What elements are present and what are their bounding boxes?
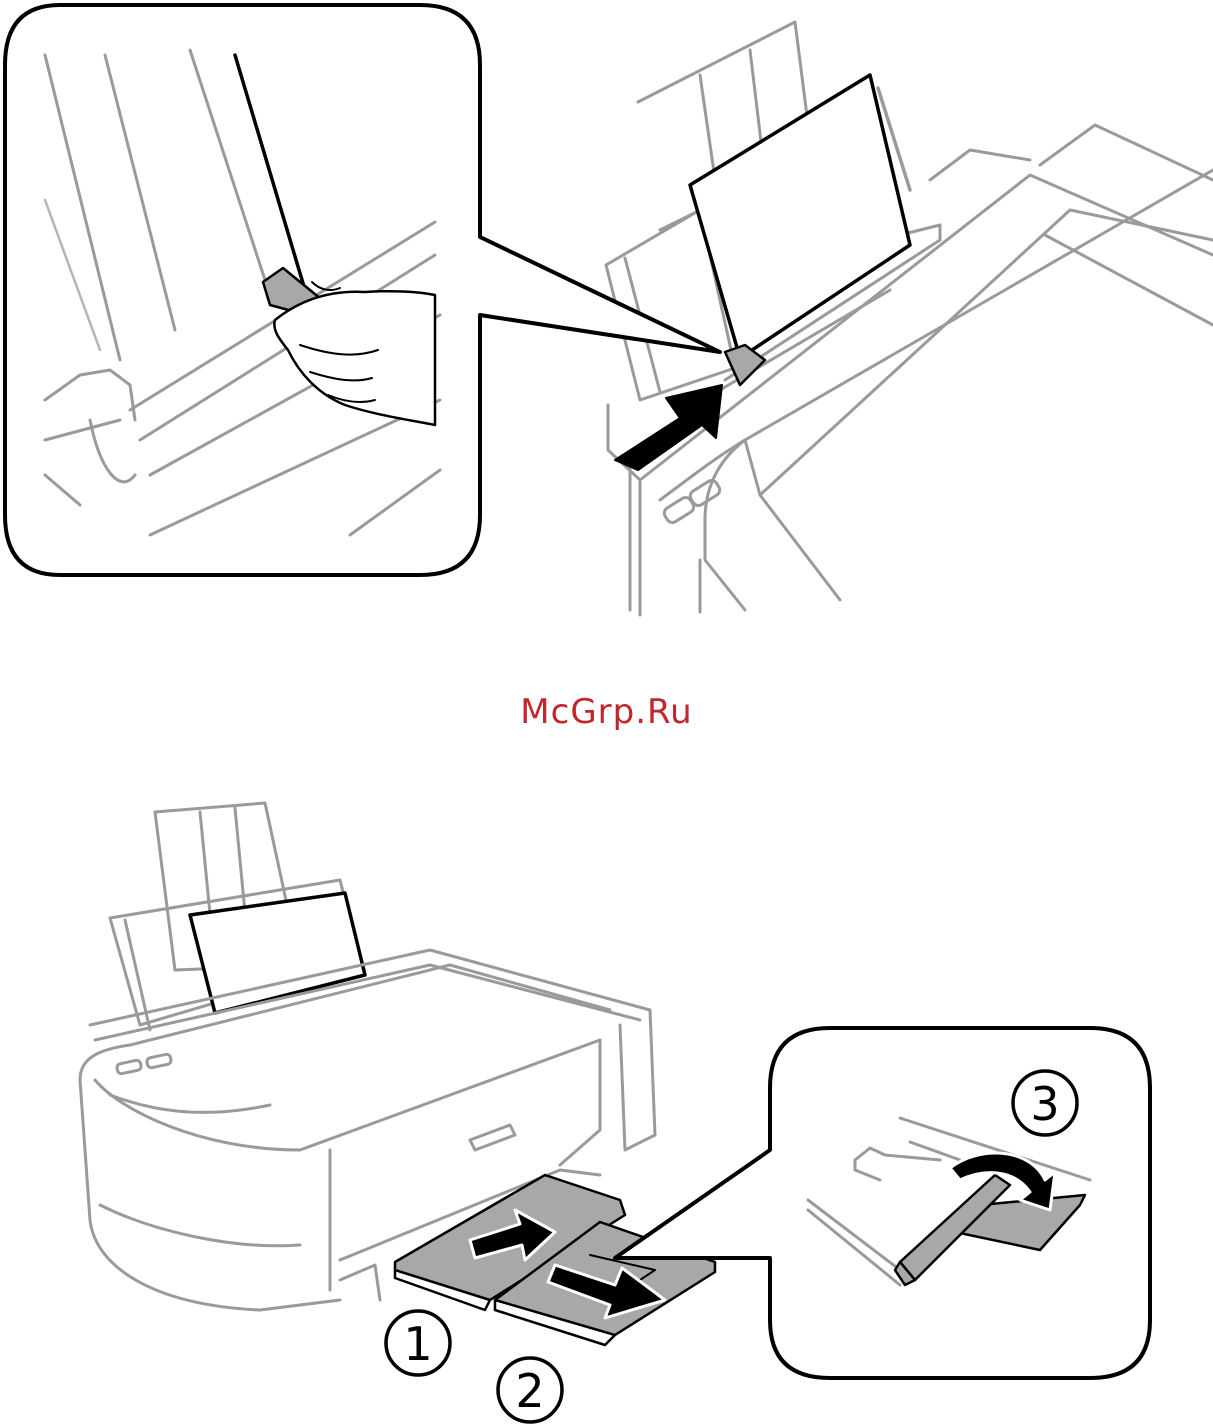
callout-output-tray: 3 [615, 1028, 1150, 1378]
bottom-printer-illustration: 1 2 [80, 803, 715, 1422]
top-printer-illustration [606, 22, 1213, 615]
step-1-label: 1 [403, 1317, 432, 1371]
step-2-label: 2 [515, 1364, 544, 1418]
step-3-label: 3 [1030, 1077, 1059, 1131]
watermark-text: McGrp.Ru [0, 692, 1213, 732]
